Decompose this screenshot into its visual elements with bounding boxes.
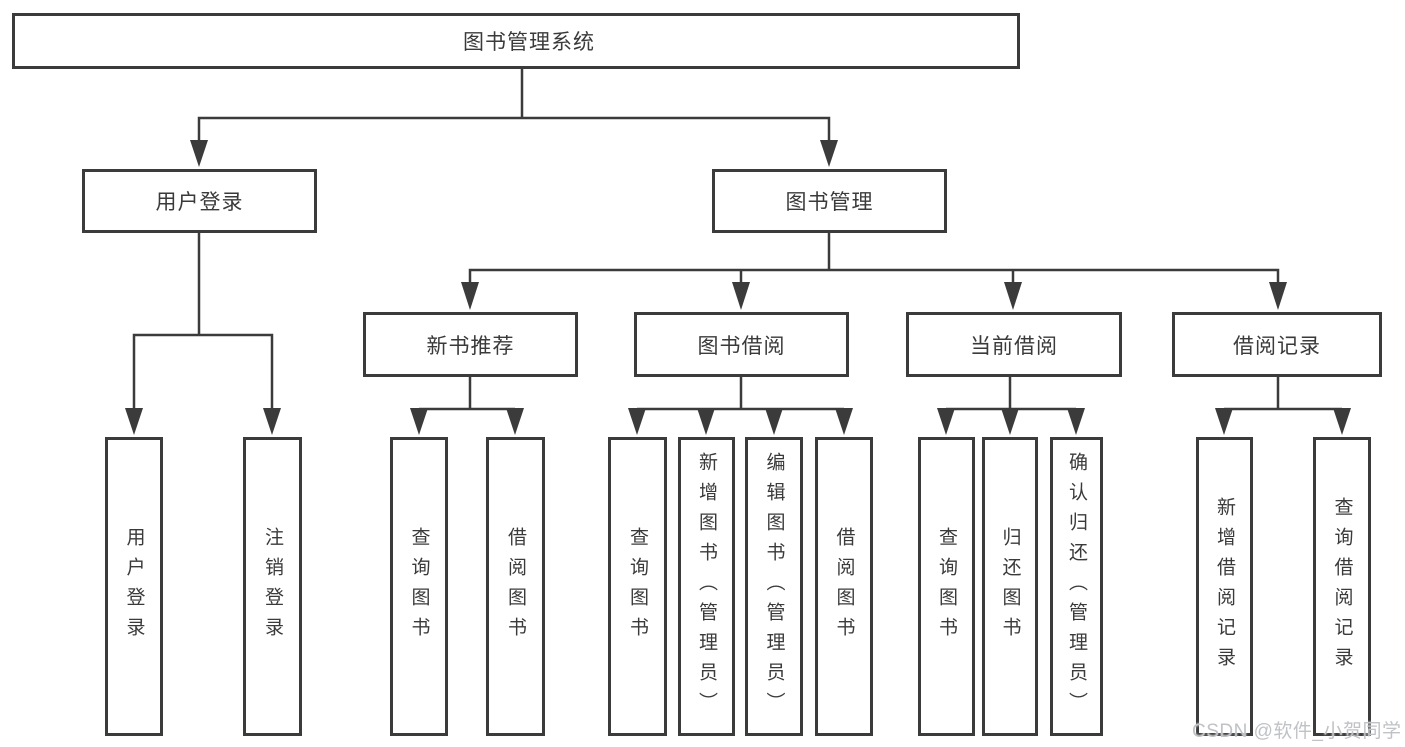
node-new-book-recommend: 新书推荐 (363, 312, 578, 377)
leaf-user-login: 用户登录 (105, 437, 163, 736)
node-book-borrowing: 图书借阅 (634, 312, 849, 377)
leaf-label: 查询借阅记录 (1331, 496, 1353, 677)
leaf-label: 确认归还（管理员） (1066, 451, 1087, 722)
leaf-logout: 注销登录 (243, 437, 302, 736)
leaf-query-borrow-record: 查询借阅记录 (1313, 437, 1371, 736)
leaf-label: 新增图书（管理员） (696, 451, 717, 722)
leaf-label: 编辑图书（管理员） (763, 451, 785, 722)
node-user-login: 用户登录 (82, 169, 317, 233)
leaf-confirm-return-admin: 确认归还（管理员） (1050, 437, 1103, 736)
leaf-label: 查询图书 (936, 526, 957, 647)
leaf-query-books-borrowing: 查询图书 (608, 437, 667, 736)
leaf-return-book: 归还图书 (982, 437, 1038, 736)
connector-paths (132, 69, 1342, 411)
csdn-watermark: CSDN @软件_小贺同学 (1192, 721, 1402, 742)
leaf-borrow-books-borrowing: 借阅图书 (815, 437, 873, 736)
leaf-label: 归还图书 (999, 526, 1021, 647)
node-book-management: 图书管理 (712, 169, 947, 233)
leaf-query-books-current: 查询图书 (918, 437, 975, 736)
leaf-label: 借阅图书 (505, 526, 526, 647)
leaf-label: 查询图书 (627, 526, 648, 647)
leaf-add-book-admin: 新增图书（管理员） (678, 437, 735, 736)
leaf-borrow-books-recommend: 借阅图书 (486, 437, 545, 736)
leaf-label: 查询图书 (408, 526, 430, 647)
leaf-label: 新增借阅记录 (1214, 496, 1235, 677)
node-root-system: 图书管理系统 (12, 13, 1020, 69)
leaf-add-borrow-record: 新增借阅记录 (1196, 437, 1253, 736)
leaf-label: 借阅图书 (833, 526, 855, 647)
leaf-label: 注销登录 (262, 526, 283, 647)
node-borrowing-records: 借阅记录 (1172, 312, 1382, 377)
leaf-query-books-recommend: 查询图书 (390, 437, 448, 736)
arrowhead-icons (125, 140, 1351, 435)
leaf-label: 用户登录 (123, 526, 145, 647)
node-current-borrowing: 当前借阅 (906, 312, 1122, 377)
leaf-edit-book-admin: 编辑图书（管理员） (745, 437, 803, 736)
